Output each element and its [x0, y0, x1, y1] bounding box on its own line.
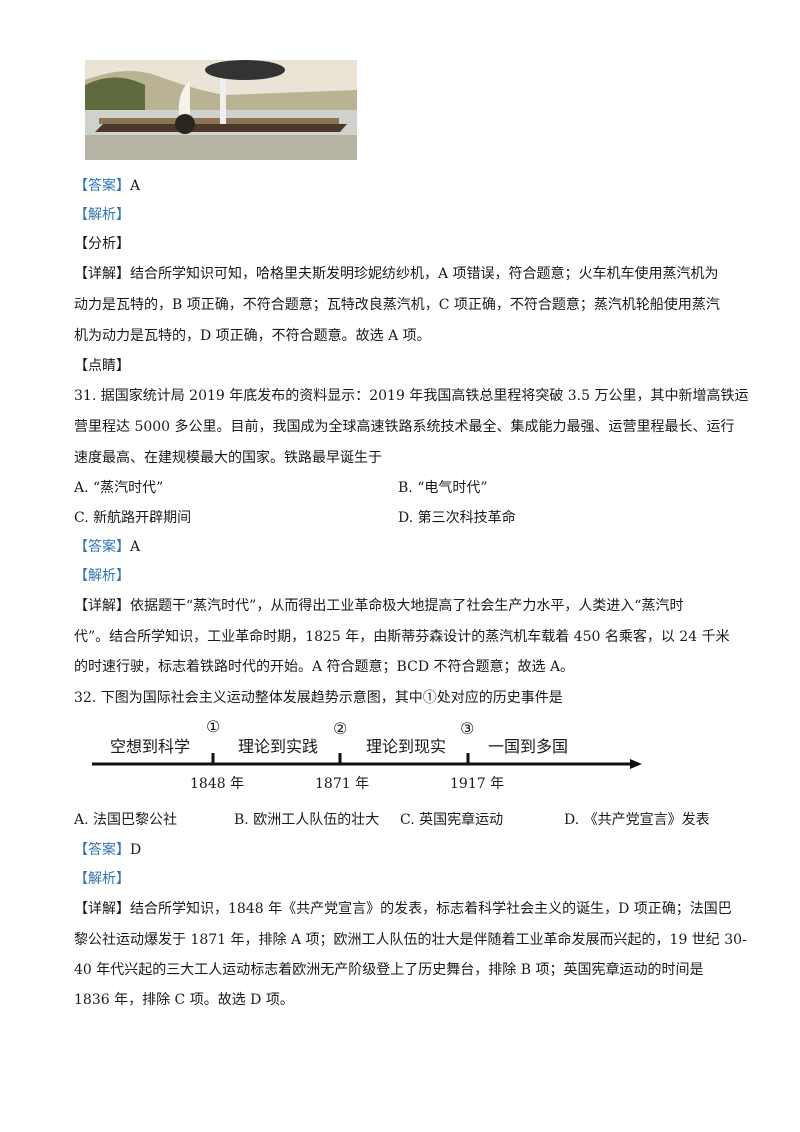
q31-option-c: C. 新航路开辟期间 — [74, 510, 192, 526]
segment-label: 一国到多国 — [488, 737, 569, 756]
q31-option-d: D. 第三次科技革命 — [398, 510, 516, 526]
q31-detail-line-1: 【详解】依据题干“蒸汽时代”，从而得出工业革命极大地提高了社会生产力水平，人类进… — [74, 598, 684, 614]
q31-stem-line-3: 速度最高、在建规模最大的国家。铁路最早诞生于 — [74, 450, 382, 466]
q30-answer: 【答案】A — [74, 176, 140, 196]
detail-label: 【详解】 — [74, 901, 130, 917]
answer-label: 【答案】 — [74, 539, 130, 555]
q32-option-d: D. 《共产党宣言》发表 — [564, 812, 710, 828]
steamboat-illustration — [85, 60, 357, 160]
marker-1: ① — [206, 717, 221, 736]
q30-detail-line-1: 【详解】结合所学知识可知，哈格里夫斯发明珍妮纺纱机，A 项错误，符合题意；火车机… — [74, 266, 719, 282]
q32-detail-line-2: 黎公社运动爆发于 1871 年，排除 A 项；欧洲工人队伍的壮大是伴随着工业革命… — [74, 932, 747, 948]
q32-detail-line-3: 40 年代兴起的三大工人运动标志着欧洲无产阶级登上了历史舞台，排除 B 项；英国… — [74, 962, 704, 978]
q30-fenxi-label: 【分析】 — [74, 236, 130, 252]
answer-value: A — [130, 539, 141, 555]
q31-stem-line-1: 31. 据国家统计局 2019 年底发布的资料显示：2019 年我国高铁总里程将… — [74, 388, 749, 404]
q32-answer: 【答案】D — [74, 840, 141, 860]
detail-label: 【详解】 — [74, 598, 130, 614]
marker-3: ③ — [460, 719, 475, 738]
answer-label: 【答案】 — [74, 842, 130, 858]
year-label: 1848 年 — [190, 776, 245, 792]
q31-stem-line-2: 营里程达 5000 多公里。目前，我国成为全球高速铁路系统技术最全、集成能力最强… — [74, 419, 735, 435]
year-label: 1871 年 — [315, 776, 370, 792]
timeline-axis — [92, 753, 642, 769]
marker-2: ② — [333, 719, 348, 738]
year-label: 1917 年 — [450, 776, 505, 792]
q32-stem: 32. 下图为国际社会主义运动整体发展趋势示意图，其中①处对应的历史事件是 — [74, 690, 563, 706]
q32-detail-line-4: 1836 年，排除 C 项。故选 D 项。 — [74, 992, 294, 1008]
q31-option-a: A. “蒸汽时代” — [74, 480, 164, 496]
q31-detail-line-2: 代”。结合所学知识，工业革命时期，1825 年，由斯蒂芬森设计的蒸汽机车载着 4… — [74, 629, 730, 645]
q31-option-b: B. “电气时代” — [398, 480, 488, 496]
answer-label: 【答案】 — [74, 178, 130, 194]
detail-label: 【详解】 — [74, 266, 130, 282]
segment-label: 理论到现实 — [366, 737, 447, 756]
q30-dianjing-label: 【点睛】 — [74, 358, 130, 374]
socialism-timeline-diagram: 空想到科学 理论到实践 理论到现实 一国到多国 ① ② ③ 1848 年 187… — [90, 715, 650, 795]
q32-option-a: A. 法国巴黎公社 — [74, 812, 178, 828]
q32-detail-line-1: 【详解】结合所学知识，1848 年《共产党宣言》的发表，标志着科学社会主义的诞生… — [74, 901, 732, 917]
q32-option-b: B. 欧洲工人队伍的壮大 — [234, 812, 380, 828]
segment-label: 理论到实践 — [238, 737, 319, 756]
q32-analysis-label: 【解析】 — [74, 871, 130, 887]
answer-value: A — [130, 178, 141, 194]
q31-answer: 【答案】A — [74, 537, 140, 557]
q30-analysis-label: 【解析】 — [74, 207, 130, 223]
q31-detail-line-3: 的时速行驶，标志着铁路时代的开始。A 符合题意；BCD 不符合题意；故选 A。 — [74, 659, 575, 675]
answer-value: D — [130, 842, 142, 858]
segment-label: 空想到科学 — [110, 737, 191, 756]
q30-detail-line-3: 机为动力是瓦特的，D 项正确，不符合题意。故选 A 项。 — [74, 328, 431, 344]
q32-option-c: C. 英国宪章运动 — [400, 812, 504, 828]
q30-detail-line-2: 动力是瓦特的，B 项正确，不符合题意；瓦特改良蒸汽机，C 项正确，不符合题意；蒸… — [74, 297, 720, 313]
q31-analysis-label: 【解析】 — [74, 568, 130, 584]
